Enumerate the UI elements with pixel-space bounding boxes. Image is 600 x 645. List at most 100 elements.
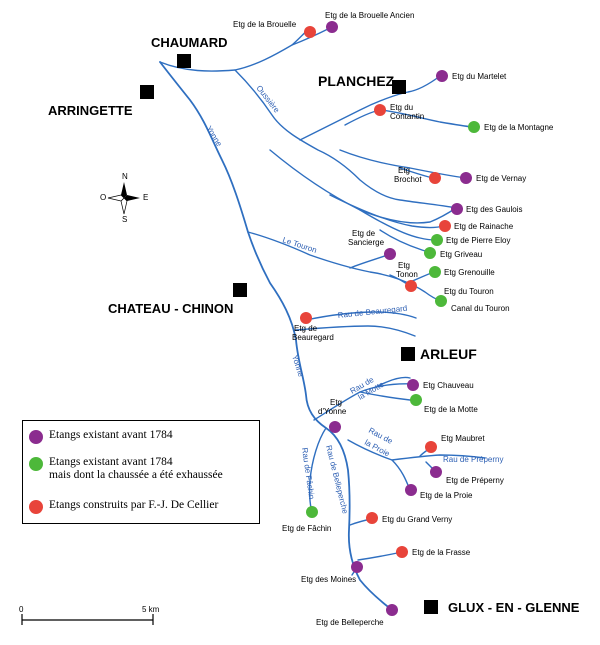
river-label-beauregard: Rau de Beauregard xyxy=(337,304,407,320)
legend-item-exhausse: Etangs existant avant 1784 mais dont la … xyxy=(29,456,223,482)
river-montagne xyxy=(379,109,473,128)
compass-label-n: N xyxy=(122,172,128,181)
river-label-belleperche: Rau de Belleperche xyxy=(324,444,350,515)
pond-marker-martelet xyxy=(436,70,448,82)
pond-label-fachin: Etg de Fâchin xyxy=(282,524,331,533)
pond-label-contantin-2: Contantin xyxy=(390,112,424,121)
pond-marker-gaulois xyxy=(451,203,463,215)
pond-marker-contantin xyxy=(374,104,386,116)
pond-marker-preperny xyxy=(430,466,442,478)
pond-label-grand-verny: Etg du Grand Verny xyxy=(382,515,452,524)
compass-label-e: E xyxy=(143,193,148,202)
legend-text-exhausse-2: mais dont la chaussée a été exhaussée xyxy=(49,469,223,481)
town-marker-glux xyxy=(424,600,438,614)
compass-label-o: O xyxy=(100,193,106,202)
legend-text-exhausse: Etangs existant avant 1784 mais dont la … xyxy=(49,456,223,482)
river-network xyxy=(159,27,486,611)
town-label-chateau-chinon: CHATEAU - CHINON xyxy=(108,301,233,316)
compass-rose: N S E O xyxy=(100,172,148,224)
pond-label-maubret: Etg Maubret xyxy=(441,434,485,443)
pond-marker-maubret xyxy=(425,441,437,453)
river-label-le-touron: Le Touron xyxy=(281,235,317,255)
river-label-yonne-2: Yonne xyxy=(290,354,306,379)
pond-label-la-motte: Etg de la Motte xyxy=(424,405,478,414)
river-label-yonne-1: Yonne xyxy=(204,124,224,148)
river-martelet xyxy=(299,75,441,141)
river-label-preperny: Rau de Préperny xyxy=(443,455,503,464)
town-marker-arleuf xyxy=(401,347,415,361)
compass-needle-north xyxy=(121,182,127,198)
pond-label-yonne-2: d'Yonne xyxy=(318,407,347,416)
pond-label-martelet: Etg du Martelet xyxy=(452,72,507,81)
pond-label-brochot-1: Etg xyxy=(398,166,410,175)
legend-item-existant: Etangs existant avant 1784 xyxy=(29,429,173,444)
river-vernay xyxy=(339,149,467,179)
pond-label-brochot-2: Brochot xyxy=(394,175,422,184)
pond-label-griveau: Etg Griveau xyxy=(440,250,482,259)
pond-label-la-proie: Etg de la Proie xyxy=(420,491,473,500)
river-fachin xyxy=(308,427,327,513)
compass-needle-west xyxy=(107,194,125,202)
pond-marker-vernay xyxy=(460,172,472,184)
pond-marker-beauregard xyxy=(300,312,312,324)
pond-label-brouelle: Etg de la Brouelle xyxy=(233,20,297,29)
pond-marker-brouelle xyxy=(304,26,316,38)
river-oussiere xyxy=(234,69,457,209)
pond-label-tonon-1: Etg xyxy=(398,261,410,270)
pond-marker-montagne xyxy=(468,121,480,133)
pond-label-moines: Etg des Moines xyxy=(301,575,356,584)
pond-marker-chauveau xyxy=(407,379,419,391)
pond-marker-fachin xyxy=(306,506,318,518)
pond-label-montagne: Etg de la Montagne xyxy=(484,123,554,132)
pond-marker-la-proie xyxy=(405,484,417,496)
legend-dot-exhausse xyxy=(29,457,43,471)
pond-marker-moines xyxy=(351,561,363,573)
town-marker-arringette xyxy=(140,85,154,99)
pond-label-grenouille: Etg Grenouille xyxy=(444,268,495,277)
compass-label-s: S xyxy=(122,215,127,224)
pond-label-preperny: Etg de Préperny xyxy=(446,476,504,485)
pond-marker-griveau xyxy=(424,247,436,259)
pond-label-chauveau: Etg Chauveau xyxy=(423,381,474,390)
pond-label-pierre-eloy: Etg de Pierre Eloy xyxy=(446,236,510,245)
town-label-planchez: PLANCHEZ xyxy=(318,73,395,89)
pond-label-canal-touron: Canal du Touron xyxy=(451,304,510,313)
river-chauveau xyxy=(377,376,411,387)
pond-marker-pierre-eloy xyxy=(431,234,443,246)
legend-text-existant: Etangs existant avant 1784 xyxy=(49,429,173,441)
pond-label-rainache: Etg de Rainache xyxy=(454,222,514,231)
pond-marker-sancierge xyxy=(384,248,396,260)
river-yonne-main xyxy=(159,61,393,611)
scale-label-zero: 0 xyxy=(19,605,24,614)
compass-needle-east xyxy=(124,195,140,201)
river-sancierge xyxy=(349,253,391,269)
pond-marker-la-motte xyxy=(410,394,422,406)
scale-label-five: 5 km xyxy=(142,605,160,614)
pond-label-beauregard-1: Etg de xyxy=(294,324,318,333)
river-rainache xyxy=(329,194,445,229)
town-marker-chaumard xyxy=(177,54,191,68)
pond-marker-brouelle-ancien xyxy=(326,21,338,33)
town-marker-planchez xyxy=(392,80,406,94)
river-preperny xyxy=(391,454,486,461)
river-le-touron xyxy=(247,231,442,302)
pond-marker-du-touron xyxy=(435,295,447,307)
pond-label-frasse: Etg de la Frasse xyxy=(412,548,471,557)
town-label-arringette: ARRINGETTE xyxy=(48,103,133,118)
pond-label-yonne-1: Etg xyxy=(330,398,342,407)
river-brouelle-branch xyxy=(159,29,309,72)
pond-marker-brochot xyxy=(429,172,441,184)
legend-text-cellier: Etangs construits par F.-J. De Cellier xyxy=(49,499,219,511)
pond-marker-frasse xyxy=(396,546,408,558)
river-frasse xyxy=(357,551,403,561)
town-label-chaumard: CHAUMARD xyxy=(151,35,228,50)
ponds: Etg de la Brouelle Etg de la Brouelle An… xyxy=(233,11,554,627)
pond-marker-grand-verny xyxy=(366,512,378,524)
legend-dot-cellier xyxy=(29,500,43,514)
pond-label-tonon-2: Tonon xyxy=(396,270,418,279)
scale-bar: 0 5 km xyxy=(19,605,160,625)
town-label-arleuf: ARLEUF xyxy=(420,346,477,362)
pond-label-sancierge-2: Sancierge xyxy=(348,238,385,247)
